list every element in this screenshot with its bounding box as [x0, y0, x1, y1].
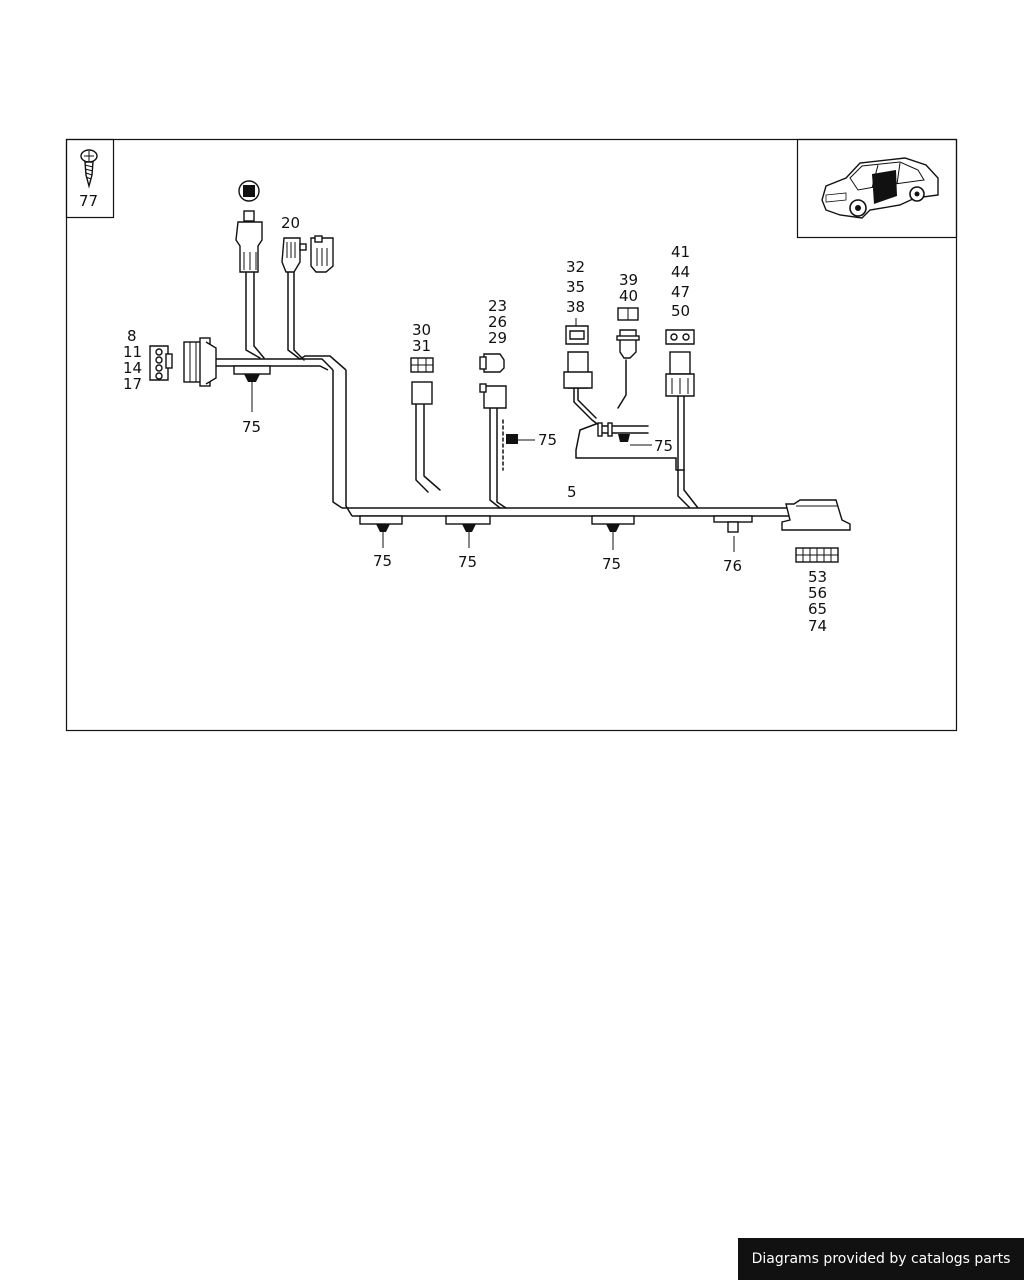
label-29: 29: [488, 329, 507, 347]
clip-75-b: [506, 434, 518, 444]
connector-23-29: [479, 353, 507, 409]
label-20: 20: [281, 214, 300, 232]
screw-inset: 77: [65, 138, 115, 219]
clip-75-e: [445, 515, 491, 532]
connector-8-17: [149, 337, 217, 387]
label-75-b: 75: [538, 431, 557, 449]
label-38: 38: [566, 298, 585, 316]
label-50: 50: [671, 302, 690, 320]
label-75-d: 75: [373, 552, 392, 570]
vehicle-icon: [821, 157, 939, 219]
label-17: 17: [123, 375, 142, 393]
attribution-footer: Diagrams provided by catalogs parts: [738, 1238, 1024, 1280]
label-35: 35: [566, 278, 585, 296]
label-75-c: 75: [654, 437, 673, 455]
label-75-a: 75: [242, 418, 261, 436]
leader-lines: [251, 318, 735, 552]
label-44: 44: [671, 263, 690, 281]
label-14: 14: [123, 359, 142, 377]
label-23: 23: [488, 297, 507, 315]
branch-30-31: [415, 403, 441, 493]
label-5: 5: [567, 483, 577, 501]
connector-53-74: [781, 499, 851, 563]
connector-39-40: [616, 307, 640, 359]
label-26: 26: [488, 313, 507, 331]
label-76: 76: [723, 557, 742, 575]
clip-75-f: [591, 515, 635, 532]
label-39: 39: [619, 271, 638, 289]
branch-41-50: [675, 396, 699, 509]
screw-icon: [80, 149, 98, 189]
clip-76: [713, 515, 753, 533]
label-8: 8: [127, 327, 137, 345]
label-56: 56: [808, 584, 827, 602]
connector-32-38: [563, 325, 593, 389]
label-74: 74: [808, 617, 827, 635]
label-47: 47: [671, 283, 690, 301]
label-31: 31: [412, 337, 431, 355]
clip-75-c: [618, 434, 630, 442]
connector-20: [281, 235, 334, 273]
label-30: 30: [412, 321, 431, 339]
clip-75-d: [359, 515, 403, 532]
label-53: 53: [808, 568, 827, 586]
round-connector: [235, 180, 263, 273]
clip-75-a: [233, 365, 271, 386]
screw-label: 77: [79, 192, 98, 210]
connector-30-31: [410, 357, 434, 405]
part-labels: 20 8 11 14 17 75 30 31 23 26 29 75 32 35…: [123, 214, 827, 635]
connector-41-50: [665, 329, 695, 397]
label-75-f: 75: [602, 555, 621, 573]
vehicle-inset: [796, 138, 958, 239]
diagram-frame: [65, 138, 958, 732]
label-32: 32: [566, 258, 585, 276]
label-65: 65: [808, 600, 827, 618]
branch-23-29: [489, 407, 507, 509]
label-75-e: 75: [458, 553, 477, 571]
label-41: 41: [671, 243, 690, 261]
branch-32-40: [573, 359, 677, 459]
label-40: 40: [619, 287, 638, 305]
label-11: 11: [123, 343, 142, 361]
